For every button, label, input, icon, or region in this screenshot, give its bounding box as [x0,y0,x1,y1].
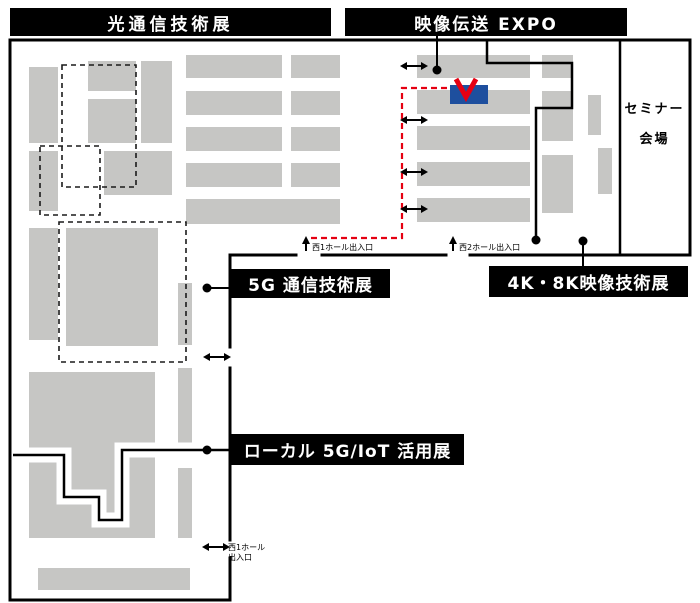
booth [291,163,340,187]
location-dot [202,445,212,455]
up-arrow-icon [449,236,457,251]
entrance-arrows [302,236,457,251]
double-arrow-icon [203,353,231,361]
booth [186,91,282,115]
dashed-booth-outlines [39,64,187,363]
booth [178,283,192,345]
seminar-room-line2: 会場 [639,132,670,147]
hall-walls [8,38,692,602]
double-arrow-icon [202,543,230,551]
booth [186,55,282,78]
booth [417,126,530,150]
booth [186,127,282,151]
zone-label-local5g: ローカル 5G/IoT 活用展 [231,434,464,465]
zone-label-5g: 5G 通信技術展 [231,269,390,298]
location-dot [578,236,588,246]
header-left-title: 光通信技術展 [10,8,331,36]
booth [417,162,530,186]
booth [29,228,58,340]
location-dot [202,283,212,293]
booth [178,468,192,538]
exit-label-west1-bottom-line1: 西1ホール [228,543,266,552]
booth [186,199,340,224]
booth [291,127,340,151]
visitor-route-path [311,86,448,240]
booth [66,228,158,346]
double-arrow-icon [400,116,428,124]
booth [542,155,573,213]
aisle-arrows [202,62,428,551]
booth [417,198,530,222]
booth [29,67,58,143]
booth [588,95,601,135]
booth [178,368,192,454]
double-arrow-icon [400,168,428,176]
header-right-title: 映像伝送 EXPO [345,8,627,36]
booth [141,61,172,143]
exit-label-west1-bottom: 西1ホール 出入口 [228,543,265,563]
route-line-local5g [13,448,231,522]
up-arrow-icon [302,236,310,251]
booth [542,55,573,78]
booth [88,99,136,143]
booth-outline [58,221,187,363]
booth [104,151,172,195]
double-arrow-icon [400,62,428,70]
exit-label-west1-top: 西1ホール出入口 [312,243,374,252]
double-arrow-icon [400,205,428,213]
booth [88,61,136,91]
booth [38,568,190,590]
booth [29,151,58,211]
exit-label-west1-bottom-line2: 出入口 [228,553,252,562]
location-dots [202,65,588,455]
seminar-room-label: セミナー 会場 [621,95,688,155]
booth [291,91,340,115]
location-dot [531,235,541,245]
zone-label-4k8k: 4K・8K映像技術展 [489,266,688,297]
location-dot [432,65,442,75]
booth [417,55,530,78]
destination-marker-icon [453,77,479,103]
booth [186,163,282,187]
booth-outline [39,145,101,216]
exit-label-west2-top: 西2ホール出入口 [459,243,521,252]
booth-outline [61,64,137,188]
seminar-room-line1: セミナー [624,102,685,117]
booth [291,55,340,78]
booth [598,148,612,194]
booth [542,91,573,141]
route-line-4k8k [485,41,574,240]
